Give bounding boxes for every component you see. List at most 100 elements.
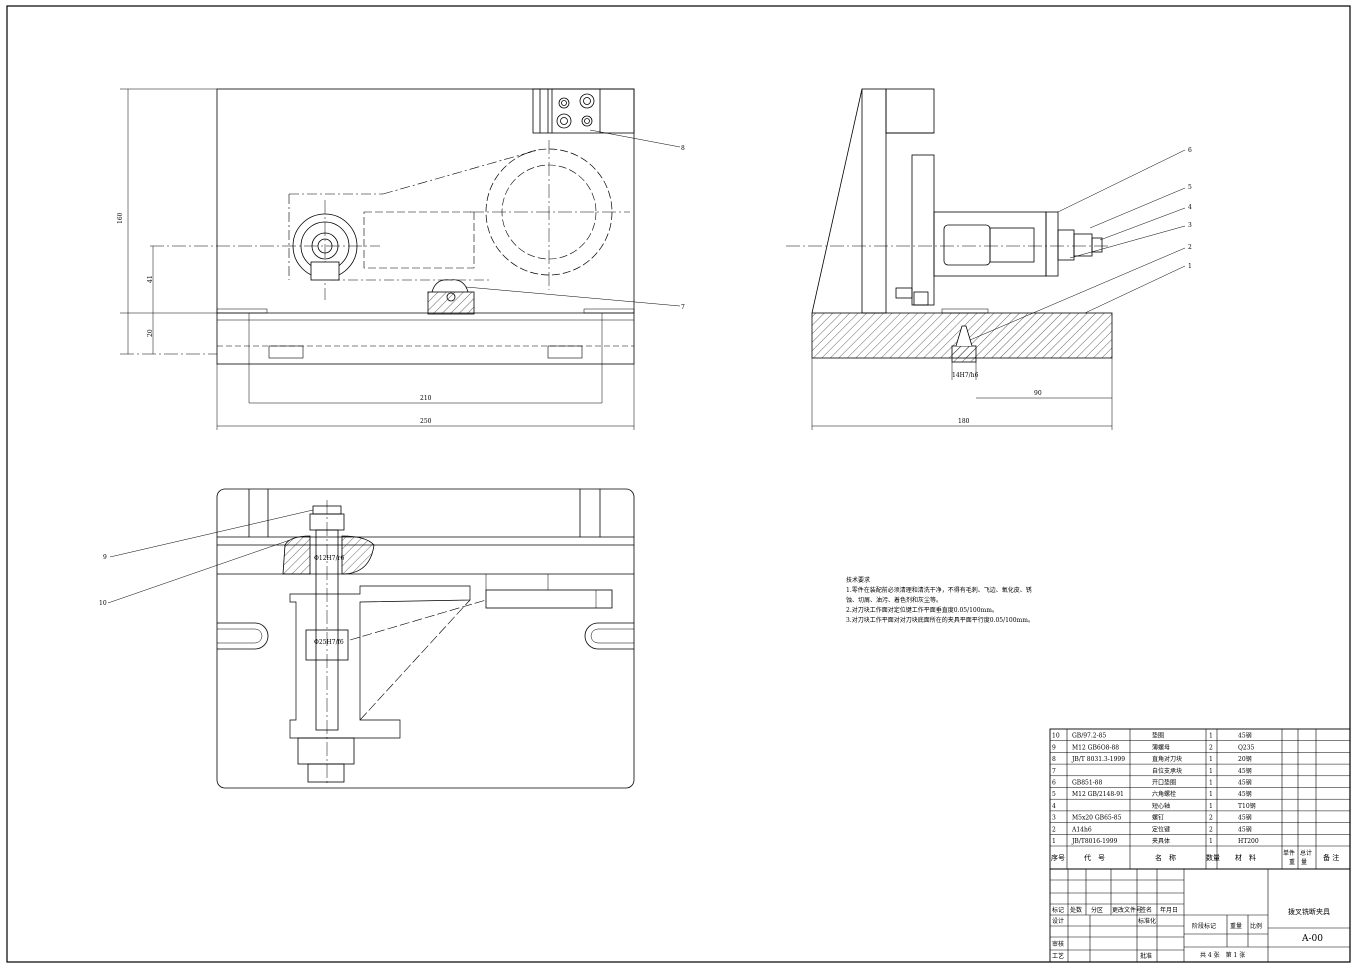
bom-cell-name: 开口垫圈: [1152, 779, 1176, 787]
tb-date: 年月日: [1160, 906, 1178, 914]
tb-weight: 重量: [1230, 922, 1242, 930]
bom-cell-no: 5: [1052, 791, 1056, 798]
bom-header-no: 序号: [1051, 853, 1065, 862]
tb-design: 设计: [1052, 917, 1064, 925]
title-block-text: 标记 处数 分区 更改文件号 签名 年月日 设计 标准化 阶段标记 重量 比例 …: [1052, 906, 1330, 960]
tb-approve: 批准: [1140, 952, 1152, 960]
tb-process: 工艺: [1052, 952, 1064, 960]
tb-stage: 阶段标记: [1192, 922, 1216, 930]
bom-header-remark: 备 注: [1323, 853, 1339, 862]
bom-cell-qty: 2: [1209, 815, 1213, 822]
bom-cell-material: T10钢: [1238, 802, 1256, 810]
bom-header-weight: 重 量: [1289, 858, 1307, 866]
bom-header-unit: 单件: [1283, 849, 1295, 857]
bom-cell-code: M5x20 GB65-85: [1072, 815, 1122, 822]
bom-cell-no: 4: [1052, 803, 1056, 810]
bom-cell-material: 20钢: [1238, 755, 1252, 763]
dim-12h7: Φ12H7/r6: [314, 555, 344, 562]
bom-cell-qty: 2: [1209, 744, 1213, 751]
tb-drawing-no: A-00: [1301, 934, 1323, 944]
bom-cell-material: Q235: [1238, 744, 1255, 751]
bom-cell-name: 短心轴: [1152, 802, 1170, 810]
bom-cell-qty: 1: [1209, 756, 1213, 763]
bom-cell-material: 45钢: [1238, 732, 1252, 740]
bom-header-code: 代 号: [1084, 853, 1105, 862]
sheet-border: [6, 5, 1351, 963]
bom-header-total: 总计: [1300, 849, 1312, 857]
balloon-7: 7: [681, 304, 685, 311]
balloon-8: 8: [681, 145, 685, 152]
bom-cell-no: 2: [1052, 826, 1056, 833]
tb-standardize: 标准化: [1138, 917, 1156, 925]
balloon-10: 10: [99, 600, 107, 607]
bom-cell-code: JB/T 8031.3-1999: [1071, 756, 1125, 763]
bom-cell-material: 45钢: [1238, 814, 1252, 822]
front-view: [120, 88, 681, 430]
bom-cell-code: M12 GB/2148-91: [1072, 791, 1124, 798]
dim-14h7: 14H7/h6: [952, 372, 979, 379]
tb-zone: 分区: [1091, 906, 1103, 914]
balloon-9: 9: [103, 554, 107, 561]
balloon-4: 4: [1188, 204, 1192, 211]
dim-160: 160: [117, 212, 124, 224]
bom-cell-name: 定位键: [1152, 825, 1170, 833]
dim-25h7: Φ25H7/f6: [314, 639, 344, 646]
dim-20: 20: [147, 329, 154, 337]
balloon-5: 5: [1188, 184, 1192, 191]
notes-title: 技术要求: [846, 577, 871, 584]
balloon-6: 6: [1188, 147, 1192, 154]
balloon-2: 2: [1188, 244, 1192, 251]
notes-line-3: 2.对刀块工作面对定位键工作平面垂直度0.05/100mm。: [846, 607, 998, 614]
bom-cell-no: 9: [1052, 744, 1056, 751]
bom-cell-no: 10: [1052, 733, 1060, 740]
title-block: [1049, 868, 1351, 963]
tb-review: 审核: [1052, 940, 1064, 948]
bom-cell-material: 45钢: [1238, 767, 1252, 775]
bom-cell-no: 1: [1052, 838, 1056, 845]
bom-cell-qty: 1: [1209, 838, 1213, 845]
bom-cell-code: GB851-88: [1072, 780, 1102, 787]
bom-cell-name: 自位支承块: [1152, 767, 1182, 775]
bom-cell-code: JB/T8016-1999: [1071, 838, 1118, 845]
bom-cell-no: 3: [1052, 815, 1056, 822]
technical-requirements: 技术要求 1.零件在装配前必须清理和清洗干净，不得有毛刺、飞边、氧化皮、锈 蚀、…: [846, 576, 1056, 626]
dim-90: 90: [1034, 390, 1042, 397]
bom-header-material: 材 料: [1235, 853, 1256, 862]
bom-cell-qty: 2: [1209, 826, 1213, 833]
bom-cell-qty: 1: [1209, 780, 1213, 787]
notes-line-2: 蚀、切屑、油污、着色剂和灰尘等。: [846, 597, 943, 604]
bom-header: 序号 代 号 名 称 数量 材 料 单件 总计 重 量 备 注: [1051, 849, 1339, 866]
tb-drawing-name: 拨叉铣断夹具: [1288, 907, 1330, 916]
dim-180: 180: [958, 418, 970, 425]
bom-header-qty: 数量: [1206, 853, 1220, 862]
bom-cell-no: 6: [1052, 780, 1056, 787]
bom-cell-material: 45钢: [1238, 790, 1252, 798]
bom-cell-name: 薄螺母: [1152, 743, 1170, 751]
bom-cell-name: 直角对刀块: [1152, 755, 1182, 763]
tb-sheets: 共 4 张 第 1 张: [1200, 951, 1245, 959]
bom-cell-material: HT200: [1238, 838, 1259, 845]
balloon-3: 3: [1188, 222, 1192, 229]
tb-mark: 标记: [1052, 906, 1064, 914]
top-view: [107, 488, 635, 789]
bom-cell-code: A14h6: [1071, 826, 1092, 833]
bom-cell-name: 垫圈: [1152, 732, 1164, 740]
side-view: [786, 88, 1186, 430]
bom-cell-no: 7: [1052, 768, 1056, 775]
bom-cell-qty: 1: [1209, 768, 1213, 775]
tb-changedoc: 更改文件号: [1112, 906, 1142, 914]
bom-cell-name: 夹具体: [1152, 837, 1170, 845]
bom-cell-no: 8: [1052, 756, 1056, 763]
bom-cell-qty: 1: [1209, 733, 1213, 740]
bom-cell-code: GB/97.2-85: [1072, 733, 1106, 740]
bom-cell-code: M12 GB6O8-88: [1072, 744, 1119, 751]
bom-cell-name: 螺钉: [1152, 814, 1164, 822]
bom-cell-qty: 1: [1209, 791, 1213, 798]
notes-line-1: 1.零件在装配前必须清理和清洗干净，不得有毛刺、飞边、氧化皮、锈: [846, 587, 1032, 594]
notes-line-4: 3.对刀块工作平面对对刀块底面所在的夹具平面平行度0.05/100mm。: [846, 617, 1034, 624]
bom-rows: 10 GB/97.2-85 垫圈 1 45钢 9 M12 GB6O8-88 薄螺母 2 Q235 8…: [1050, 732, 1350, 845]
balloon-1: 1: [1188, 263, 1192, 270]
tb-count: 处数: [1070, 906, 1082, 914]
bom-cell-qty: 1: [1209, 803, 1213, 810]
